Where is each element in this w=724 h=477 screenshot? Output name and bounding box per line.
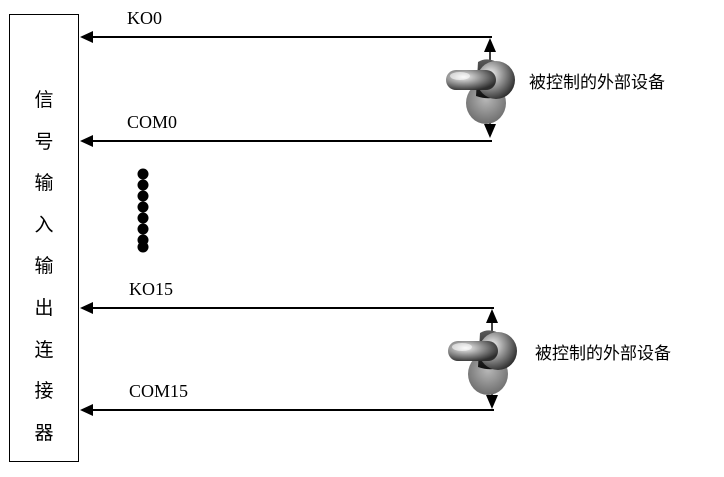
com15-arrowhead [80,404,93,416]
com15-label: COM15 [129,381,189,401]
connector-char: 连 [34,338,54,361]
switch0-down-arrow [484,124,496,138]
io-connector-box [9,14,79,462]
connector-char: 号 [34,130,54,153]
device-15-label: 被控制的外部设备 [535,344,671,364]
ko0-arrowhead [80,31,93,43]
toggle-switch-15 [448,330,517,395]
com0-label: COM0 [127,112,178,132]
channel-0 [80,31,515,147]
switch15-down-arrow [486,395,498,409]
channel-15 [80,302,517,416]
switch15-up-arrow [486,309,498,323]
io-connector-label: 信 号 输 入 输 出 连 接 器 [9,80,79,454]
connector-char: 器 [34,421,54,444]
device-0-label: 被控制的外部设备 [529,73,665,93]
com0-arrowhead [80,135,93,147]
connector-char: 入 [34,213,54,236]
ellipsis-dots [137,168,149,253]
switch0-up-arrow [484,38,496,52]
ko15-arrowhead [80,302,93,314]
connector-char: 接 [34,380,54,403]
connector-char: 输 [34,172,54,195]
connector-char: 输 [34,255,54,278]
ko0-label: KO0 [127,8,162,28]
ko15-label: KO15 [129,279,173,299]
toggle-switch-0 [446,59,515,124]
connector-char: 出 [34,296,54,319]
connector-char: 信 [34,89,54,111]
